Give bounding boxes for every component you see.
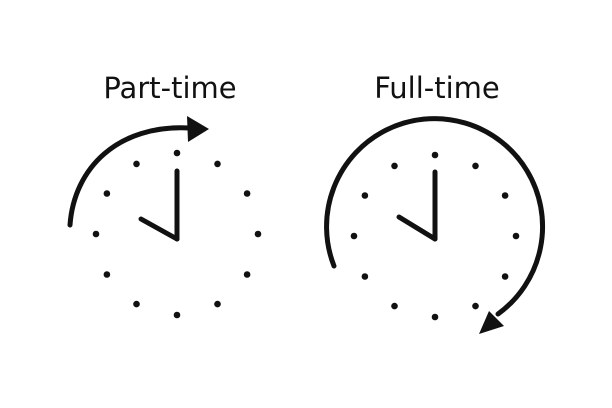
full-time-hour-dot-3 (512, 232, 520, 240)
full-time-hour-dot-8 (361, 273, 369, 280)
full-time-hour-dot-5 (472, 302, 479, 310)
full-time-hour-hand (396, 214, 438, 242)
full-time-hour-dot-2 (501, 192, 509, 199)
full-time-hour-dot-1 (472, 162, 479, 170)
part-time-hour-dot-6 (173, 311, 181, 319)
part-time-arrowhead-icon (187, 116, 209, 142)
part-time-hour-dot-1 (214, 160, 221, 168)
part-time-hour-hand (138, 216, 180, 242)
full-time-hour-dot-6 (431, 313, 439, 321)
full-time-arrow-arc (324, 116, 546, 317)
full-time-arrowhead-icon (479, 311, 504, 334)
part-time-hour-dot-2 (243, 190, 251, 197)
part-time-hour-dot-3 (254, 230, 262, 238)
part-time-hour-dot-5 (214, 300, 221, 308)
full-time-hour-dots (350, 151, 520, 321)
part-time-hour-dot-4 (243, 271, 251, 278)
part-time-hour-dot-11 (133, 160, 140, 168)
full-time-hour-dot-9 (350, 232, 358, 240)
full-time-hour-dot-4 (501, 273, 509, 280)
part-time-hour-dot-9 (92, 230, 100, 238)
part-time-hour-dots (92, 149, 262, 319)
part-time-label: Part-time (103, 71, 237, 105)
part-time-hour-dot-10 (103, 190, 111, 197)
part-time-clock-icon (67, 116, 262, 319)
part-time-hour-dot-8 (103, 271, 111, 278)
full-time-hour-dot-7 (391, 302, 398, 310)
part-time-arrow-arc (67, 125, 193, 228)
full-time-hour-dot-10 (361, 192, 369, 199)
full-time-label: Full-time (374, 71, 500, 105)
full-time-hour-dot-11 (391, 162, 398, 170)
part-time-hour-dot-7 (133, 300, 140, 308)
full-time-hour-dot-12 (431, 151, 439, 159)
part-time-hour-dot-12 (173, 149, 181, 157)
full-time-clock-icon (324, 116, 546, 334)
